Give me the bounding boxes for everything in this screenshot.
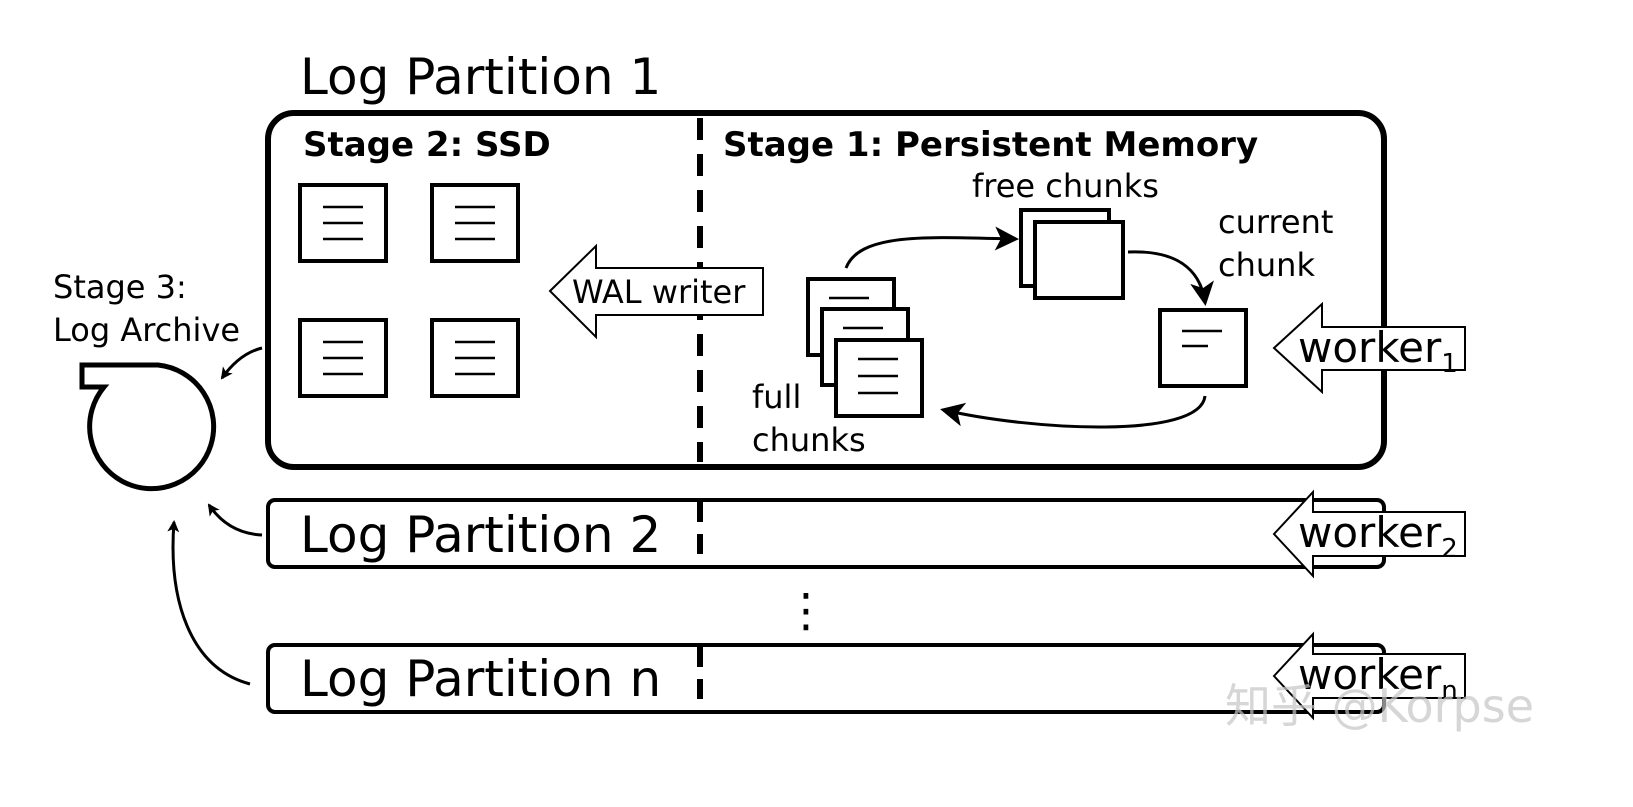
stage-3-label-line2: Log Archive (53, 311, 240, 349)
partition-2-to-archive-arrow (207, 503, 263, 537)
free-to-current-arrow (1127, 250, 1214, 306)
wal-writer-label: WAL writer (572, 273, 746, 311)
ssd-page-3-icon (298, 318, 388, 398)
current-to-full-arrow (940, 395, 1207, 429)
worker-n-base: worker (1298, 650, 1442, 699)
worker-2-base: worker (1298, 508, 1442, 557)
worker-n-label: workern (1298, 650, 1458, 706)
stage-3-label-line1: Stage 3: (53, 268, 187, 306)
worker-1-arrow: worker1 (1272, 301, 1466, 395)
ssd-page-4-icon (430, 318, 520, 398)
current-chunk-icon (1158, 308, 1248, 388)
worker-1-base: worker (1298, 323, 1442, 372)
worker-n-arrow: workern (1272, 631, 1466, 721)
free-chunks-icon (1019, 208, 1125, 300)
worker-1-subscript: 1 (1441, 349, 1458, 379)
partition-ellipsis: ⋮ (783, 583, 829, 637)
partition-1-title: Log Partition 1 (300, 48, 661, 106)
worker-2-subscript: 2 (1441, 534, 1458, 564)
ssd-page-2-icon (430, 183, 520, 263)
stage-1-pmem-label: Stage 1: Persistent Memory (723, 125, 1258, 165)
worker-2-arrow: worker2 (1272, 489, 1466, 579)
wal-writer-arrow: WAL writer (548, 243, 764, 340)
stage-2-ssd-label: Stage 2: SSD (303, 125, 551, 165)
full-chunks-icon (806, 277, 924, 418)
worker-1-label: worker1 (1298, 323, 1458, 379)
full-chunks-label-line1: full (752, 378, 801, 416)
watermark: 知乎 @Korpse (1225, 679, 1534, 733)
partition-n-to-archive-arrow (167, 520, 251, 686)
partition-1-box (265, 110, 1387, 470)
full-to-free-arrow (844, 226, 1019, 269)
worker-n-subscript: n (1441, 676, 1457, 706)
partition-2-title: Log Partition 2 (300, 506, 661, 564)
partition-1-to-archive-arrow (220, 346, 263, 380)
current-chunk-label-line2: chunk (1218, 246, 1315, 284)
partition-n-title: Log Partition n (300, 650, 661, 708)
free-chunks-label: free chunks (972, 167, 1159, 205)
current-chunk-label-line1: current (1218, 203, 1333, 241)
ssd-page-1-icon (298, 183, 388, 263)
full-chunks-label-line2: chunks (752, 421, 866, 459)
worker-2-label: worker2 (1298, 508, 1458, 564)
tape-reel-icon (79, 362, 217, 492)
